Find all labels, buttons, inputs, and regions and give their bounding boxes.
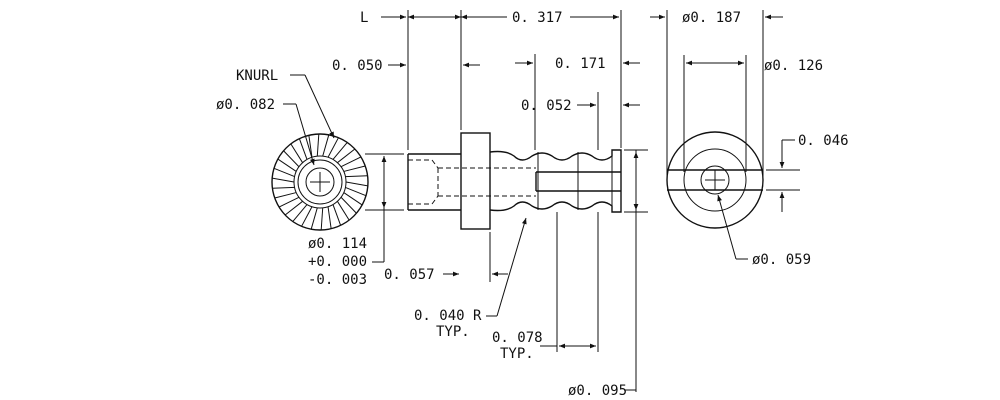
knurl-spoke (337, 148, 356, 164)
label-shank-tol-plus: +0. 000 (308, 254, 367, 270)
knurl-spoke (345, 181, 368, 187)
knurl-spoke (274, 192, 297, 199)
knurl-spoke (308, 135, 313, 158)
knurl-spoke (332, 204, 342, 226)
knurl-spoke (343, 165, 366, 172)
extension-lines (365, 10, 800, 392)
label-groove-radius: 0. 040 R (414, 308, 482, 324)
knurl-spoke (345, 175, 368, 178)
label-flange-width: 0. 057 (384, 267, 435, 283)
leader-lines (283, 74, 748, 317)
knurl-spoke (345, 186, 367, 197)
dimension-labels: L 0. 317 ø0. 187 0. 050 0. 171 ø0. 126 0… (216, 10, 849, 399)
knurl-spoke (298, 138, 308, 160)
label-knurl-od: ø0. 187 (682, 10, 741, 26)
knurl-spoke (284, 200, 303, 216)
knurl-spoke (290, 143, 304, 163)
knurl-spoke (277, 158, 297, 172)
knurl-spoke (278, 196, 300, 208)
label-slot-depth: 0. 171 (555, 56, 606, 72)
knurl-spoke (343, 192, 363, 206)
label-bore-dia: ø0. 082 (216, 97, 275, 113)
label-hole-dia: ø0. 059 (752, 252, 811, 268)
label-knurl: KNURL (236, 68, 278, 84)
label-face-width: 0. 050 (332, 58, 383, 74)
knurl-spoke (272, 186, 295, 189)
dimension-lines (372, 14, 795, 391)
left-end-view (271, 133, 369, 231)
knurl-spoke (316, 133, 320, 157)
label-groove-pitch-note: TYP. (500, 346, 534, 362)
label-groove-pos: 0. 052 (521, 98, 572, 114)
label-tip-dia: ø0. 095 (568, 383, 627, 399)
label-length: L (360, 10, 368, 26)
knurl-spoke (283, 150, 300, 168)
knurl-spoke (292, 204, 308, 222)
label-shank-dia: ø0. 114 (308, 236, 367, 252)
knurl-spoke (327, 206, 332, 229)
knurl-spoke (336, 201, 350, 221)
knurl-spoke (301, 206, 313, 227)
right-end-view (666, 131, 764, 229)
knurl-spoke (340, 196, 357, 214)
knurl-spoke (322, 134, 330, 157)
label-groove-pitch: 0. 078 (492, 330, 543, 346)
knurl-spoke (310, 207, 318, 230)
knurl-spoke (272, 177, 295, 183)
label-slot-width: 0. 046 (798, 133, 849, 149)
label-overall-length: 0. 317 (512, 10, 563, 26)
label-groove-radius-note: TYP. (436, 324, 470, 340)
knurl-spokes (272, 133, 368, 231)
knurl-spoke (332, 142, 348, 160)
side-view (407, 132, 622, 230)
knurl-spoke (340, 156, 362, 168)
label-shank-tol-minus: -0. 003 (308, 272, 367, 288)
knurl-spoke (273, 167, 295, 178)
knurl-spoke (320, 207, 324, 231)
label-groove-od: ø0. 126 (764, 58, 823, 74)
knurl-spoke (327, 137, 339, 158)
